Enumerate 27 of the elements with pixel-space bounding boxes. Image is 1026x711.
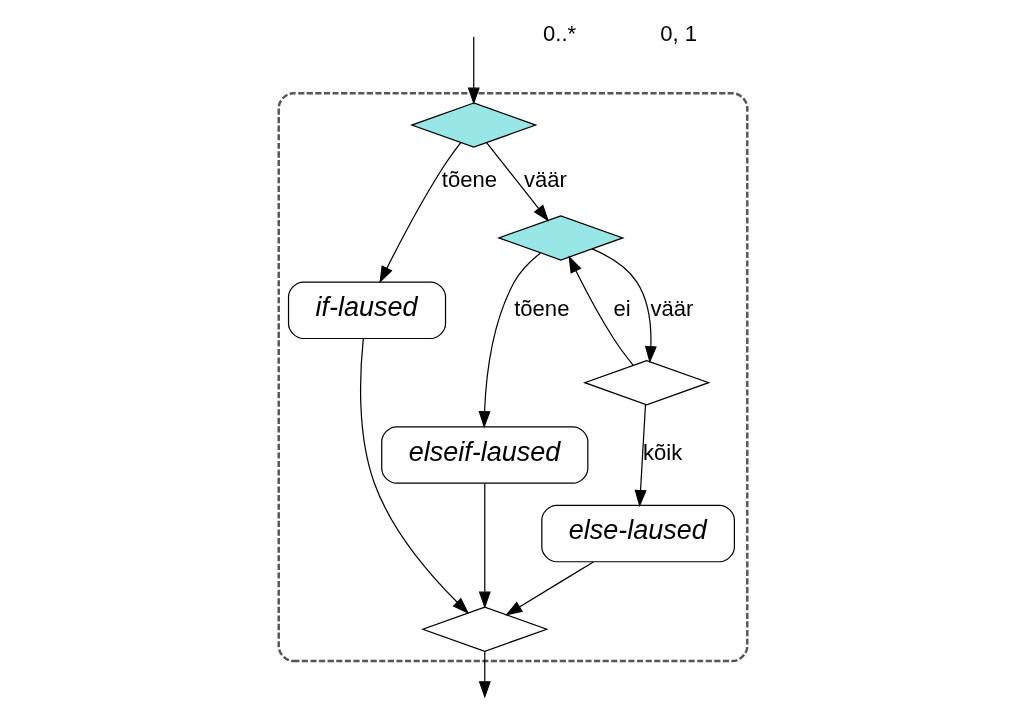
node-box: if-laused — [287, 281, 447, 340]
node-box: else-laused — [541, 504, 735, 563]
cluster — [277, 91, 749, 663]
arrow — [591, 248, 657, 364]
label: 0..* — [543, 20, 577, 46]
edge-label: väär — [650, 295, 694, 321]
edge-label: kõik — [643, 440, 683, 466]
node-diamond — [421, 606, 549, 652]
edge-label: tõene — [514, 295, 570, 321]
edge-label: ei — [613, 295, 631, 321]
arrow — [486, 141, 550, 222]
arrow — [478, 252, 541, 429]
node-box: elseif-laused — [381, 426, 589, 484]
node-diamond — [409, 102, 538, 148]
label: 0, 1 — [660, 20, 697, 46]
arrow — [379, 142, 462, 284]
node-diamond — [582, 359, 711, 406]
arrow — [634, 403, 647, 508]
arrow — [568, 255, 634, 366]
arrow — [359, 338, 470, 614]
arrow — [478, 482, 491, 609]
edge-label: tõene — [441, 166, 498, 192]
node-diamond — [497, 215, 625, 261]
edge-label: väär — [524, 166, 567, 192]
arrow — [505, 561, 594, 616]
arrow — [478, 650, 491, 699]
arrow — [467, 36, 480, 105]
